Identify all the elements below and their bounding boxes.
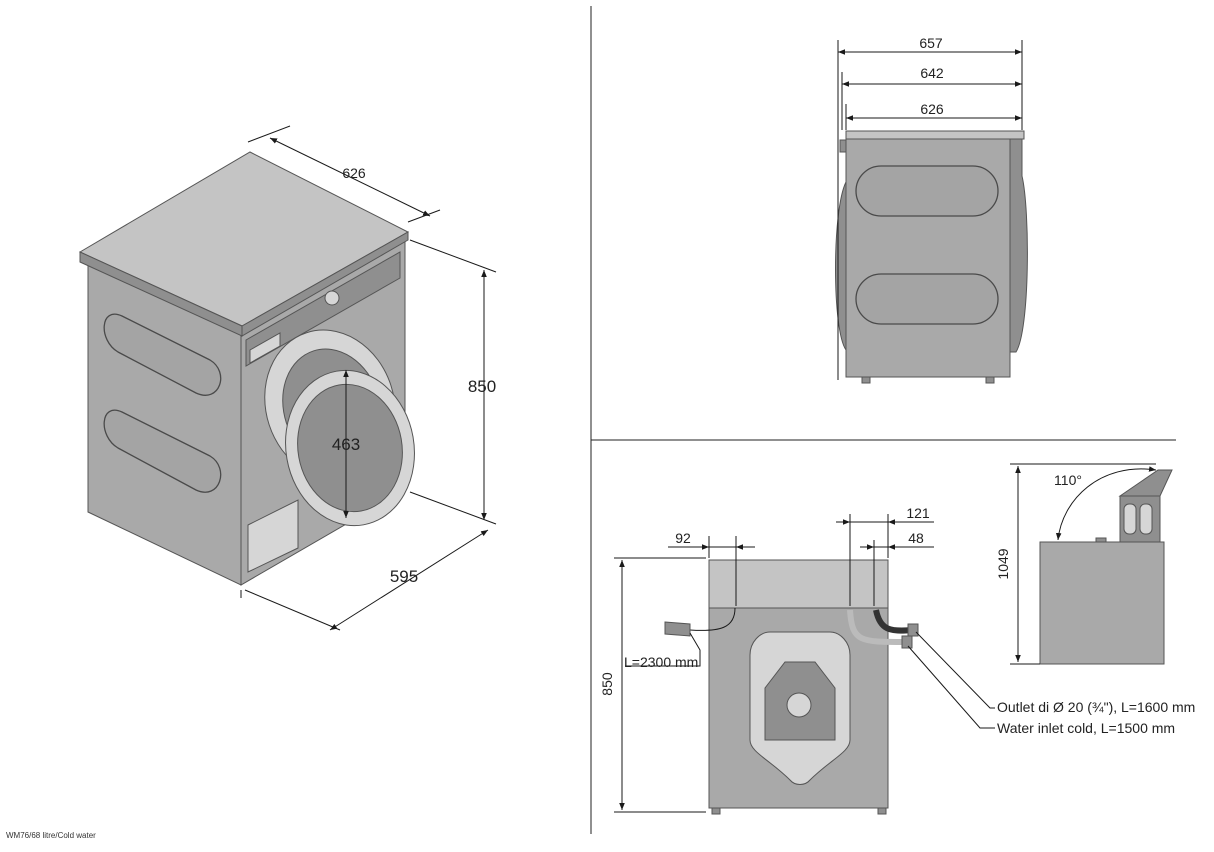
iso-ext-626-a (247, 125, 291, 143)
iso-ext-850-b (409, 491, 497, 525)
lid-compartment-a (1123, 503, 1137, 535)
rear-inlet-hose (847, 609, 906, 645)
iso-detergent-drawer (249, 332, 281, 364)
side-rear-hoses (1009, 138, 1028, 353)
rear-label-inlet: Water inlet cold, L=1500 mm (997, 720, 1175, 736)
iso-ext-850-a (409, 239, 497, 273)
iso-control-panel (245, 251, 401, 367)
rear-power-cable (689, 607, 736, 631)
iso-top-edge-right (241, 231, 409, 337)
rear-label-92: 92 (675, 530, 691, 546)
rear-label-850: 850 (599, 672, 615, 696)
rear-foot-right (877, 807, 887, 815)
iso-label-595: 595 (390, 567, 418, 586)
rear-foot-left (711, 807, 721, 815)
lid-view: 110° 1049 (995, 463, 1173, 665)
lid-open-flap (1118, 469, 1173, 497)
iso-filter-hatch (247, 499, 299, 573)
side-foot-rear (985, 376, 995, 384)
side-label-642: 642 (920, 65, 944, 81)
rear-inlet-fitting (901, 635, 913, 649)
rear-label-121: 121 (906, 505, 930, 521)
rear-view: L=2300 mm Outlet di Ø 20 (¾"), L=1600 mm… (599, 505, 1195, 815)
rear-top-panel (708, 559, 889, 609)
footer-note: WM76/68 litre/Cold water (6, 831, 96, 840)
side-pill-upper (855, 165, 999, 217)
side-foot-front (861, 376, 871, 384)
iso-label-626: 626 (342, 165, 366, 181)
side-knob (839, 139, 847, 153)
lid-body (1039, 541, 1165, 665)
side-top (845, 130, 1025, 140)
lid-label-1049: 1049 (995, 548, 1011, 579)
rear-inlet-leader (907, 645, 995, 729)
iso-dim-626 (269, 137, 431, 217)
iso-program-knob (324, 290, 340, 306)
lid-compartment-b (1139, 503, 1153, 535)
iso-ext-626-b (407, 209, 441, 223)
iso-dim-595 (329, 529, 489, 631)
side-label-626: 626 (920, 101, 944, 117)
iso-label-463: 463 (332, 435, 360, 454)
rear-outlet-fitting (907, 623, 919, 637)
side-pill-lower (855, 273, 999, 325)
rear-label-cable: L=2300 mm (624, 654, 698, 670)
side-view: 657 642 626 (835, 35, 1028, 384)
iso-door-glass (297, 383, 403, 513)
side-label-657: 657 (919, 35, 943, 51)
iso-side-pill-lower (103, 409, 222, 493)
rear-outlet-leader (915, 631, 995, 709)
rear-label-outlet: Outlet di Ø 20 (¾"), L=1600 mm (997, 699, 1195, 715)
rear-drum-bolt (786, 692, 812, 718)
isometric-view: 626 850 595 463 (78, 125, 497, 631)
rear-label-48: 48 (908, 530, 924, 546)
rear-plug (664, 621, 691, 637)
iso-side-pill-upper (103, 313, 222, 396)
lid-label-angle: 110° (1054, 472, 1082, 488)
iso-ext-595-c (244, 589, 341, 631)
lid-top-knob (1095, 537, 1107, 543)
lid-angle-arc (1055, 466, 1157, 541)
side-door-profile (835, 181, 847, 352)
rear-outlet-hose (873, 609, 913, 634)
iso-label-850: 850 (468, 377, 496, 396)
rear-cable-leader (625, 632, 701, 667)
